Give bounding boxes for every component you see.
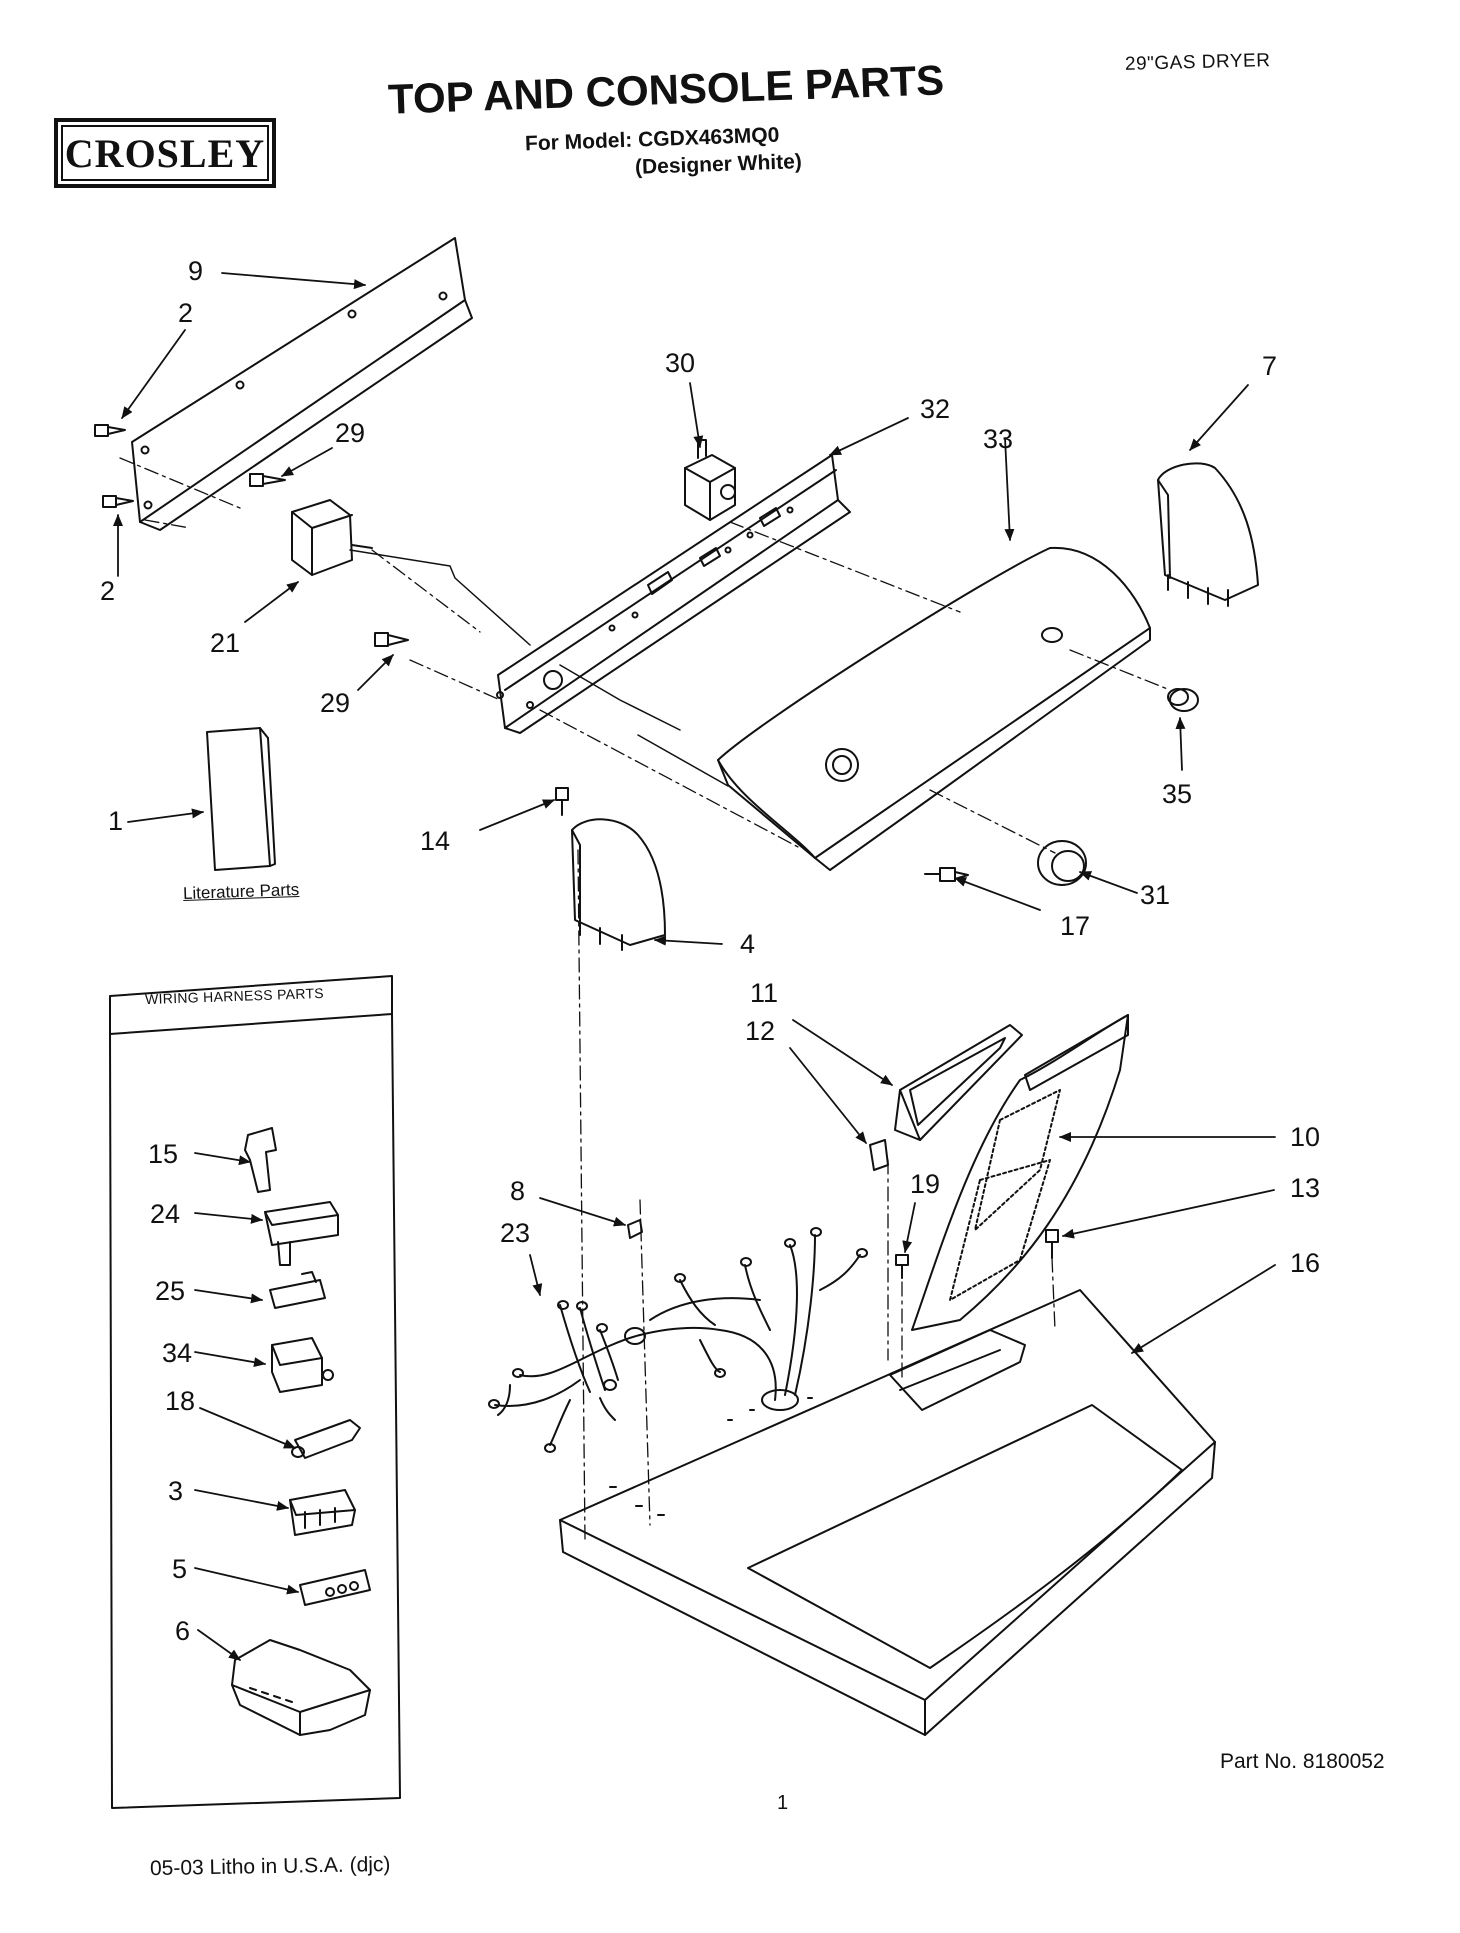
callout-12: 12: [745, 1016, 775, 1046]
part-number: Part No. 8180052: [1220, 1750, 1385, 1773]
part-9-rear-panel: [131, 237, 473, 531]
callout-33: 33: [983, 424, 1013, 454]
litho-note: 05-03 Litho in U.S.A. (djc): [149, 1852, 391, 1881]
callout-15: 15: [148, 1139, 178, 1169]
callout-29-upper: 29: [335, 418, 365, 448]
callout-25: 25: [155, 1276, 185, 1306]
callout-13: 13: [1290, 1173, 1320, 1203]
part-29-screw-upper: [249, 473, 286, 487]
part-14-screw: [555, 787, 569, 816]
part-10-lint-filter: [911, 1014, 1129, 1331]
part-30-timer: [684, 439, 736, 521]
callout-21: 21: [210, 628, 240, 658]
literature-parts-label: Literature Parts: [182, 879, 300, 904]
callout-32: 32: [920, 394, 950, 424]
part-21-switch: [291, 499, 373, 576]
part-32-console-frame: [496, 454, 851, 734]
callout-2-lower: 2: [100, 576, 115, 606]
callout-1: 1: [108, 806, 123, 836]
part-35-plug: [1167, 688, 1199, 712]
callout-7: 7: [1262, 351, 1277, 381]
part-29-screw-lower: [374, 632, 409, 647]
part-34-connector: [271, 1337, 334, 1393]
part-11-lint-screen: [894, 1024, 1023, 1141]
part-13-screw: [1045, 1229, 1059, 1259]
crosley-logo: CROSLEY: [54, 118, 276, 188]
page-number: 1: [777, 1792, 789, 1814]
part-17-screw: [924, 867, 969, 882]
part-15-clip: [244, 1127, 277, 1193]
callout-29-lower: 29: [320, 688, 350, 718]
callout-19: 19: [910, 1169, 940, 1199]
callout-4: 4: [740, 929, 755, 959]
part-4-end-cap-left: [571, 818, 666, 951]
callout-24: 24: [150, 1199, 180, 1229]
part-1-literature: [206, 727, 276, 871]
part-5-connector: [299, 1569, 371, 1606]
part-12-clip: [869, 1139, 889, 1171]
part-6-connector-block: [231, 1639, 371, 1736]
part-19-screw: [895, 1254, 909, 1279]
callout-35: 35: [1162, 779, 1192, 809]
callout-numbers: 9 2 2 29 21 29 30 32 33 7 35 1 14 31 17 …: [100, 256, 1320, 1646]
callout-14: 14: [420, 826, 450, 856]
part-16-top-panel: [559, 1289, 1216, 1736]
part-2-screw-upper: [94, 424, 126, 437]
callout-17: 17: [1060, 911, 1090, 941]
callout-16: 16: [1290, 1248, 1320, 1278]
callout-34: 34: [162, 1338, 192, 1368]
part-3-connector: [289, 1489, 356, 1536]
panel-outline-lines: [349, 549, 729, 787]
callout-6: 6: [175, 1616, 190, 1646]
callout-23: 23: [500, 1218, 530, 1248]
callout-8: 8: [510, 1176, 525, 1206]
part-2-screw-lower: [102, 495, 134, 508]
callout-10: 10: [1290, 1122, 1320, 1152]
alignment-lines: [119, 457, 1171, 1541]
callout-9: 9: [188, 256, 203, 286]
callout-2-upper: 2: [178, 298, 193, 328]
part-18-terminal: [291, 1419, 361, 1459]
part-23-wire-harness: [488, 1227, 868, 1453]
callout-5: 5: [172, 1554, 187, 1584]
part-24-connector: [264, 1201, 339, 1266]
callout-30: 30: [665, 348, 695, 378]
wiring-harness-box: [109, 975, 401, 1809]
part-8-clip: [627, 1219, 643, 1239]
callout-3: 3: [168, 1476, 183, 1506]
callout-18: 18: [165, 1386, 195, 1416]
part-7-end-cap-right: [1157, 462, 1259, 607]
part-33-console-panel: [717, 546, 1151, 871]
part-25-connector: [269, 1271, 326, 1309]
part-31-knob: [1037, 840, 1087, 886]
callout-31: 31: [1140, 880, 1170, 910]
callout-11: 11: [750, 978, 778, 1008]
callout-arrows: [113, 272, 1276, 1661]
